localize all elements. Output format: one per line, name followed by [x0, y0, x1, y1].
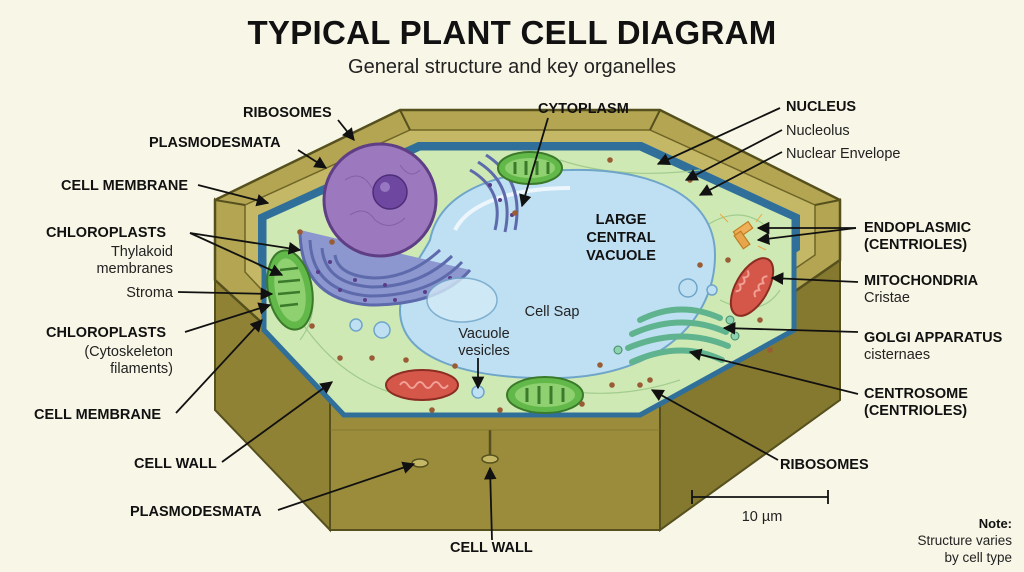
leader-lines [175, 107, 859, 541]
label-centrosome-1: CENTROSOME [864, 386, 968, 402]
label-mitochondria: MITOCHONDRIA [864, 273, 979, 289]
label-cell-wall-left: CELL WALL [134, 456, 217, 472]
mitochondrion-bottom [385, 369, 459, 401]
label-cytoplasm: CYTOPLASM [538, 101, 629, 117]
label-vesicles-1: Vacuole [458, 326, 509, 342]
labels-center: CYTOPLASM LARGE CENTRAL VACUOLE Cell Sap… [458, 101, 656, 359]
label-vesicles-2: vesicles [458, 343, 510, 359]
page-subtitle: General structure and key organelles [348, 56, 676, 78]
chloroplast-top [497, 151, 563, 185]
label-nucleus: NUCLEUS [786, 99, 856, 115]
scale-bar: 10 µm [691, 490, 829, 525]
label-endoplasmic-2: (CENTRIOLES) [864, 237, 967, 253]
label-vacuole-3: VACUOLE [586, 248, 656, 264]
label-cell-membrane-top: CELL MEMBRANE [61, 178, 188, 194]
label-thylakoid-2: membranes [96, 261, 173, 277]
centrioles [719, 213, 767, 251]
label-cytoskeleton-2: filaments) [110, 361, 173, 377]
label-cell-membrane-bottom: CELL MEMBRANE [34, 407, 161, 423]
label-cell-sap: Cell Sap [525, 304, 580, 320]
label-plasmodesmata-bottom: PLASMODESMATA [130, 504, 262, 520]
note-title: Note: [979, 516, 1012, 531]
label-cisternae: cisternaes [864, 347, 930, 363]
note-line-2: by cell type [944, 550, 1012, 565]
label-cell-wall-bottom: CELL WALL [450, 540, 533, 556]
mitochondrion-right [729, 257, 775, 317]
note: Note: Structure varies by cell type [917, 516, 1012, 565]
label-centrosome-2: (CENTRIOLES) [864, 403, 967, 419]
label-stroma: Stroma [126, 285, 174, 301]
label-thylakoid-1: Thylakoid [111, 244, 173, 260]
labels-left: RIBOSOMES PLASMODESMATA CELL MEMBRANE CH… [34, 105, 533, 556]
endoplasmic-reticulum [298, 153, 519, 307]
free-ribosomes [297, 157, 773, 413]
label-vacuole-2: CENTRAL [586, 230, 655, 246]
label-chloroplasts-1: CHLOROPLASTS [46, 225, 166, 241]
label-nuclear-envelope: Nuclear Envelope [786, 146, 900, 162]
label-ribosomes-top: RIBOSOMES [243, 105, 332, 121]
chloroplast-bottom [506, 376, 584, 414]
label-golgi: GOLGI APPARATUS [864, 330, 1003, 346]
label-plasmodesmata-top: PLASMODESMATA [149, 135, 281, 151]
label-chloroplasts-2: CHLOROPLASTS [46, 325, 166, 341]
label-endoplasmic-1: ENDOPLASMIC [864, 220, 972, 236]
golgi-apparatus [625, 306, 731, 365]
label-vacuole-1: LARGE [596, 212, 647, 228]
note-line-1: Structure varies [917, 533, 1012, 548]
label-nucleolus: Nucleolus [786, 123, 850, 139]
er-ribosomes [316, 183, 514, 302]
label-ribosomes-right: RIBOSOMES [780, 457, 869, 473]
labels-right: NUCLEUS Nucleolus Nuclear Envelope ENDOP… [780, 99, 1003, 473]
page-title: TYPICAL PLANT CELL DIAGRAM [247, 14, 777, 51]
label-cytoskeleton-1: (Cytoskeleton [84, 344, 173, 360]
scale-bar-label: 10 µm [742, 509, 783, 525]
nucleolus [372, 174, 408, 210]
label-cristae: Cristae [864, 290, 910, 306]
